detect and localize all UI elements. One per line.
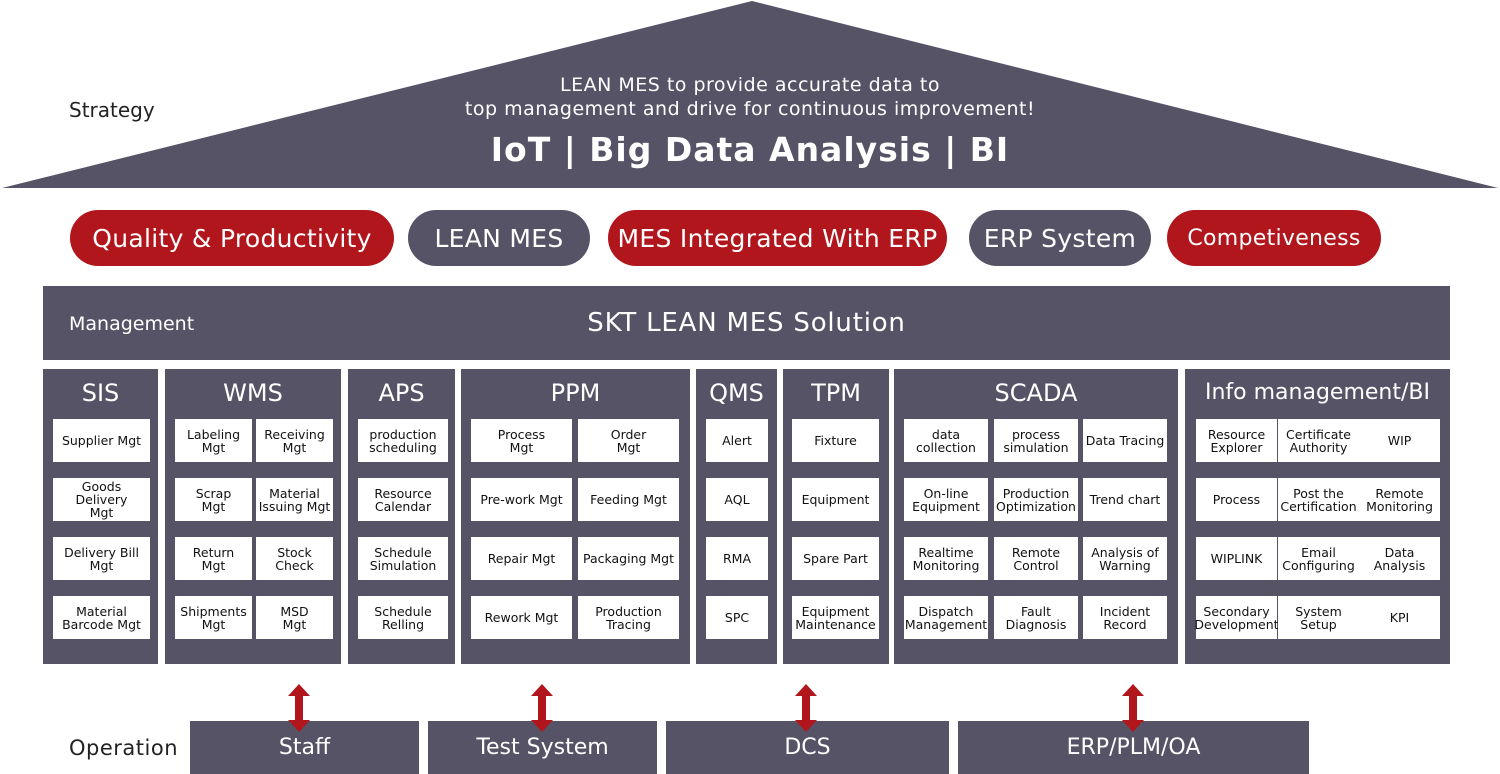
- strategy-label: Strategy: [69, 98, 155, 122]
- module-card: AQL: [706, 478, 768, 521]
- double-arrow-icon: [288, 684, 310, 732]
- module-card: Fault Diagnosis: [994, 596, 1078, 639]
- module-card: data collection: [904, 419, 988, 462]
- pill-erp-system: ERP System: [969, 210, 1151, 266]
- module-card: Analysis of Warning: [1083, 537, 1167, 580]
- module-card: Dispatch Management: [904, 596, 988, 639]
- module-card: Trend chart: [1083, 478, 1167, 521]
- module-card: Email Configuring: [1278, 537, 1359, 580]
- module-card: Process: [1196, 478, 1277, 521]
- module-card: SPC: [706, 596, 768, 639]
- management-bar: Management SKT LEAN MES Solution: [43, 286, 1450, 360]
- module-card: Production Tracing: [578, 596, 679, 639]
- module-title: PPM: [550, 379, 601, 407]
- module-card: Post the Certification: [1278, 478, 1359, 521]
- module-card: Equipment: [792, 478, 879, 521]
- module-title: SCADA: [994, 379, 1078, 407]
- module-card: Rework Mgt: [471, 596, 572, 639]
- module-card: Data Tracing: [1083, 419, 1167, 462]
- module-card: Remote Control: [994, 537, 1078, 580]
- double-arrow-icon: [531, 684, 553, 732]
- module-card: Material Barcode Mgt: [53, 596, 150, 639]
- module-card: System Setup: [1278, 596, 1359, 639]
- module-card: Realtime Monitoring: [904, 537, 988, 580]
- module-card: Labeling Mgt: [175, 419, 252, 462]
- module-card: Resource Calendar: [358, 478, 448, 521]
- module-title: APS: [378, 379, 425, 407]
- module-card: Packaging Mgt: [578, 537, 679, 580]
- module-card: MSD Mgt: [256, 596, 333, 639]
- module-card: Schedule Relling: [358, 596, 448, 639]
- module-card: RMA: [706, 537, 768, 580]
- module-card: Pre-work Mgt: [471, 478, 572, 521]
- module-card: Supplier Mgt: [53, 419, 150, 462]
- double-arrow-icon: [1122, 684, 1144, 732]
- module-card: Fixture: [792, 419, 879, 462]
- double-arrow-icon: [795, 684, 817, 732]
- module-card: production scheduling: [358, 419, 448, 462]
- module-card: Goods Delivery Mgt: [53, 478, 150, 521]
- module-card: Repair Mgt: [471, 537, 572, 580]
- module-card: WIP: [1359, 419, 1440, 462]
- module-card: On-line Equipment: [904, 478, 988, 521]
- operation-label: Operation: [69, 736, 179, 760]
- module-card: Alert: [706, 419, 768, 462]
- roof-headline: IoT | Big Data Analysis | BI: [490, 130, 1010, 169]
- module-title: Info management/BI: [1205, 380, 1430, 405]
- module-card: Secondary Development: [1194, 596, 1279, 639]
- module-card: Material Issuing Mgt: [256, 478, 333, 521]
- module-title: TPM: [811, 379, 861, 407]
- module-card: WIPLINK: [1196, 537, 1277, 580]
- pill-competiveness: Competiveness: [1167, 210, 1381, 266]
- pill-lean-mes: LEAN MES: [408, 210, 590, 266]
- module-card: KPI: [1359, 596, 1440, 639]
- module-card: Schedule Simulation: [358, 537, 448, 580]
- solution-title: SKT LEAN MES Solution: [587, 308, 906, 338]
- roof-text-line2: top management and drive for continuous …: [464, 98, 1036, 120]
- module-card: Process Mgt: [471, 419, 572, 462]
- pill-mes-erp: MES Integrated With ERP: [608, 210, 947, 266]
- module-card: Stock Check: [256, 537, 333, 580]
- module-card: Remote Monitoring: [1359, 478, 1440, 521]
- module-card: Resource Explorer: [1196, 419, 1277, 462]
- module-card: Feeding Mgt: [578, 478, 679, 521]
- pill-quality-productivity: Quality & Productivity: [70, 210, 394, 266]
- module-card: Return Mgt: [175, 537, 252, 580]
- module-title: QMS: [709, 379, 764, 407]
- module-card: Receiving Mgt: [256, 419, 333, 462]
- module-card: Data Analysis: [1359, 537, 1440, 580]
- module-card: Scrap Mgt: [175, 478, 252, 521]
- module-card: Incident Record: [1083, 596, 1167, 639]
- op-box-staff: Staff: [190, 721, 419, 774]
- management-label: Management: [69, 313, 195, 335]
- module-title: SIS: [81, 379, 120, 407]
- module-card: Delivery Bill Mgt: [53, 537, 150, 580]
- roof-triangle: [2, 1, 1498, 188]
- module-card: process simulation: [994, 419, 1078, 462]
- roof-text-line1: LEAN MES to provide accurate data to: [560, 74, 940, 96]
- module-card: Order Mgt: [578, 419, 679, 462]
- module-title: WMS: [223, 379, 283, 407]
- module-card: Production Optimization: [994, 478, 1078, 521]
- module-card: Spare Part: [792, 537, 879, 580]
- module-card: Certificate Authority: [1278, 419, 1359, 462]
- module-card: Shipments Mgt: [175, 596, 252, 639]
- module-card: Equipment Maintenance: [792, 596, 879, 639]
